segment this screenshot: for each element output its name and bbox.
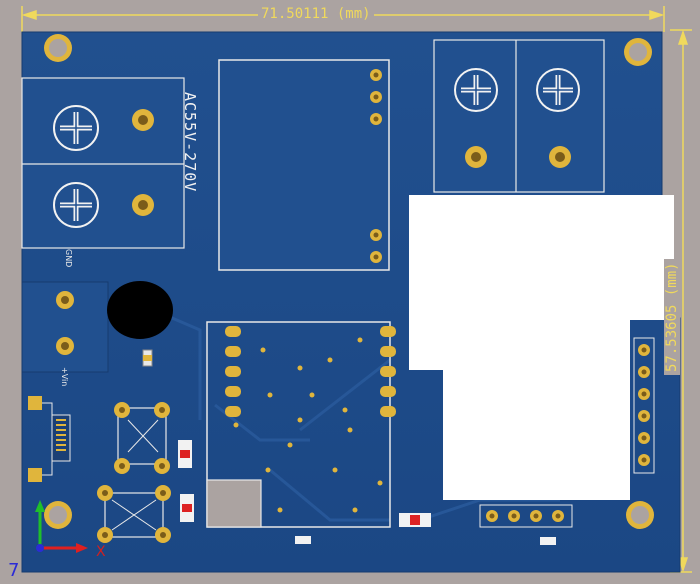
redacted-component (107, 281, 173, 339)
width-dimension-label: 71.50111 (mm) (258, 6, 374, 22)
axis-z-label: 7 (8, 560, 20, 581)
header-pins-bottom (479, 504, 573, 528)
tactile-switch-1 (114, 402, 170, 474)
height-dimension-label: 57.53605 (mm) (664, 259, 680, 375)
screw-head-icon (53, 105, 99, 151)
screw-head-icon (454, 68, 498, 112)
header-pins-right (633, 337, 655, 474)
wifi-module (206, 321, 396, 528)
output-terminal-block (433, 39, 605, 193)
dimension-line-height (670, 29, 692, 573)
redacted-region (409, 195, 674, 500)
tactile-switch-2 (97, 485, 171, 543)
silkscreen-voltage-label: AC55V-270V (181, 92, 199, 193)
screw-head-icon (536, 68, 580, 112)
led-indicators (178, 440, 556, 545)
gnd-terminal-pads (56, 291, 74, 355)
vin-connector (28, 396, 71, 482)
power-module (218, 59, 390, 271)
silkscreen-gnd-label: GND (64, 249, 73, 268)
screw-head-icon (53, 182, 99, 228)
mounting-hole-icon (44, 34, 654, 529)
ac-terminal-block (21, 77, 185, 249)
axis-gizmo-icon (35, 500, 88, 553)
axis-x-label: X (96, 544, 106, 560)
silkscreen-vin-label: +Vin (60, 367, 69, 387)
